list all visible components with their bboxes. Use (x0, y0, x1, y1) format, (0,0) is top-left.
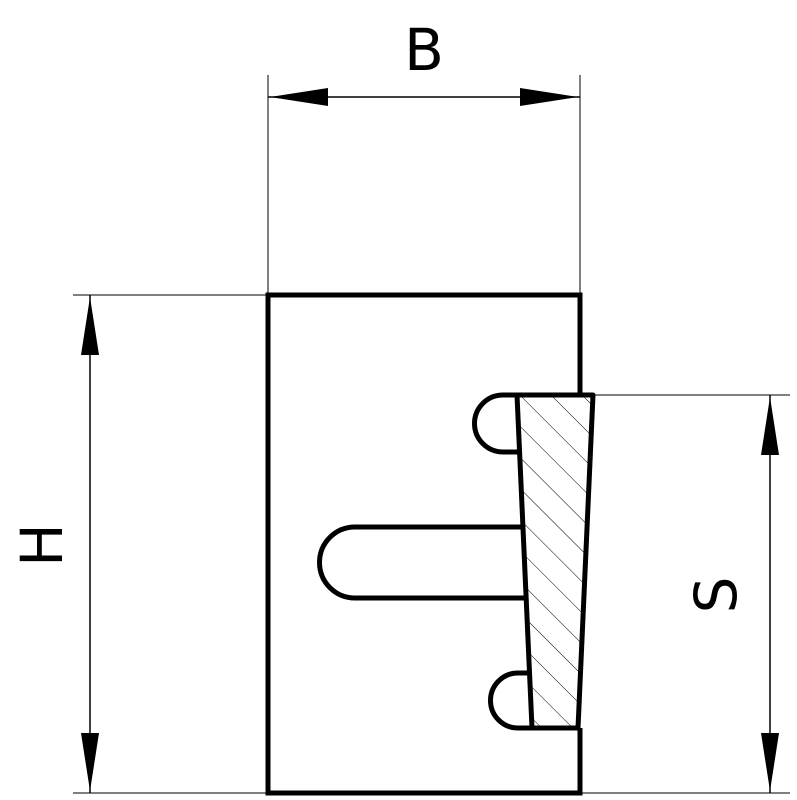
dimension-s: S (580, 394, 790, 794)
hatched-wedge-section (514, 392, 596, 731)
center-tongue (317, 524, 526, 601)
outer-body-outline (265, 292, 583, 796)
label-s: S (682, 577, 750, 614)
arrowhead (81, 297, 99, 355)
bottom-lip (488, 670, 532, 731)
arrowhead (520, 88, 578, 106)
label-h: H (8, 523, 76, 567)
arrowhead (761, 397, 779, 455)
arrowhead (270, 88, 328, 106)
top-lip (472, 392, 519, 455)
label-b: B (404, 16, 444, 84)
arrowhead (81, 733, 99, 791)
dimension-b: B (267, 16, 581, 295)
arrowhead (761, 733, 779, 791)
